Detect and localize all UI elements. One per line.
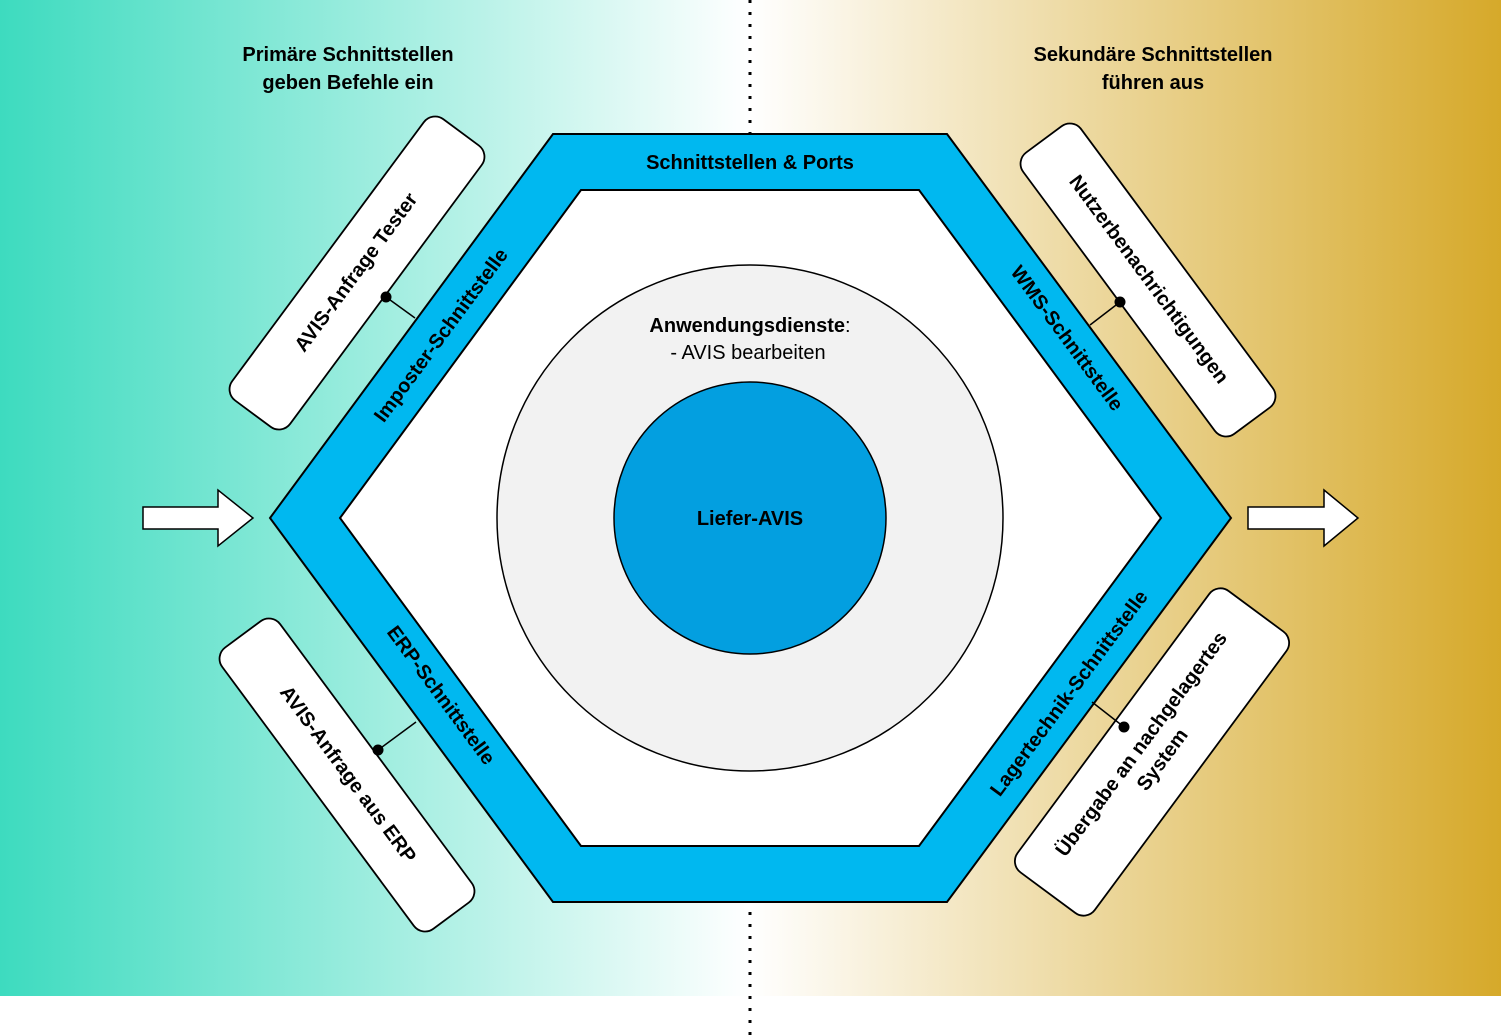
primary-interfaces-heading-line2: geben Befehle ein xyxy=(262,72,433,94)
connector-downstream-system xyxy=(1091,701,1125,728)
connector-avis-tester xyxy=(385,296,416,319)
connector-dot-avis-erp xyxy=(372,744,384,756)
output-arrow-icon xyxy=(1247,488,1360,548)
application-services-title: Anwendungsdienste: xyxy=(649,315,850,337)
application-services-item: - AVIS bearbeiten xyxy=(670,342,825,364)
core-domain-circle xyxy=(613,381,887,655)
connector-dot-avis-tester xyxy=(380,291,392,303)
secondary-interfaces-heading-line1: Sekundäre Schnittstellen xyxy=(1034,44,1273,66)
connector-dot-user-notifications xyxy=(1114,296,1126,308)
connector-dot-downstream-system xyxy=(1118,721,1130,733)
secondary-interfaces-heading-line2: führen aus xyxy=(1102,72,1204,94)
input-arrow-icon xyxy=(142,488,255,548)
connector-user-notifications xyxy=(1089,301,1121,326)
connector-avis-erp xyxy=(377,721,417,751)
ports-top-label: Schnittstellen & Ports xyxy=(646,152,854,174)
primary-interfaces-heading-line1: Primäre Schnittstellen xyxy=(242,44,453,66)
core-domain-label: Liefer-AVIS xyxy=(697,508,803,530)
